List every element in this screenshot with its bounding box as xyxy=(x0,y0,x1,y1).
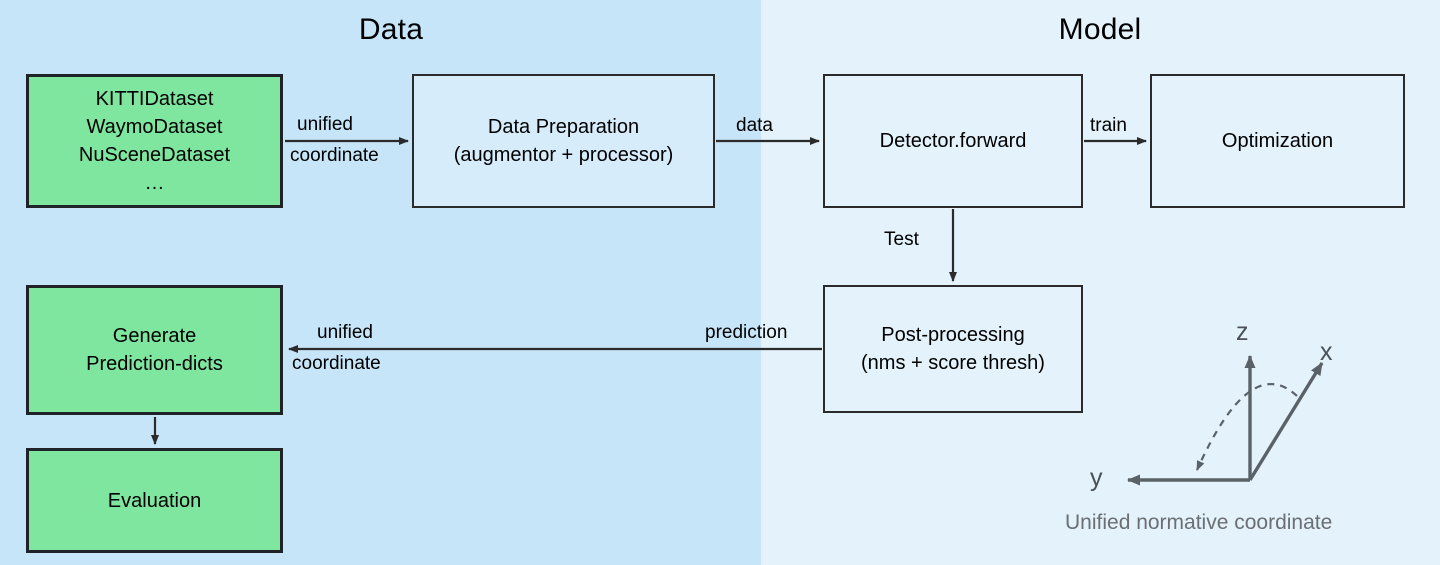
node-evaluation-label: Evaluation xyxy=(107,489,202,512)
node-datasets-line-4: … xyxy=(144,172,165,194)
coordinate-widget-caption: Unified normative coordinate xyxy=(1065,511,1333,534)
edge-label-unified-coordinate-top-line1: unified xyxy=(297,114,353,135)
node-data-preparation-subtitle: (augmentor + processor) xyxy=(453,144,674,166)
edge-label-prediction: prediction xyxy=(705,322,788,343)
node-datasets[interactable]: KITTIDataset WaymoDataset NuSceneDataset… xyxy=(26,74,283,208)
axis-label-x: x xyxy=(1320,338,1333,366)
node-post-processing-subtitle: (nms + score thresh) xyxy=(861,352,1045,374)
node-detector-forward-label: Detector.forward xyxy=(879,130,1027,152)
axis-label-y: y xyxy=(1090,464,1103,492)
node-generate-prediction-dicts[interactable]: Generate Prediction-dicts xyxy=(26,285,283,415)
node-optimization-label: Optimization xyxy=(1221,130,1334,152)
node-generate-prediction-dicts-line-2: Prediction-dicts xyxy=(86,353,223,375)
edge-label-unified-coordinate-bottom-line1: unified xyxy=(317,322,373,343)
node-generate-prediction-dicts-line-1: Generate xyxy=(112,325,197,347)
edge-label-unified-coordinate-top-line2: coordinate xyxy=(290,145,379,166)
edge-label-data: data xyxy=(736,115,773,136)
node-datasets-line-3: NuSceneDataset xyxy=(78,144,231,166)
node-post-processing[interactable]: Post-processing (nms + score thresh) xyxy=(823,285,1083,413)
panel-title-data: Data xyxy=(358,13,424,46)
node-post-processing-title: Post-processing xyxy=(881,324,1025,346)
node-detector-forward[interactable]: Detector.forward xyxy=(823,74,1083,208)
node-evaluation[interactable]: Evaluation xyxy=(26,448,283,553)
node-datasets-line-1: KITTIDataset xyxy=(95,88,214,110)
node-data-preparation[interactable]: Data Preparation (augmentor + processor) xyxy=(412,74,715,208)
node-data-preparation-title: Data Preparation xyxy=(487,116,640,138)
axis-label-z: z xyxy=(1236,318,1249,346)
node-datasets-line-2: WaymoDataset xyxy=(86,116,223,138)
edge-label-test: Test xyxy=(884,229,919,250)
node-optimization[interactable]: Optimization xyxy=(1150,74,1405,208)
edge-label-train: train xyxy=(1090,115,1127,136)
edge-label-unified-coordinate-bottom-line2: coordinate xyxy=(292,353,381,374)
panel-title-model: Model xyxy=(1058,13,1142,46)
